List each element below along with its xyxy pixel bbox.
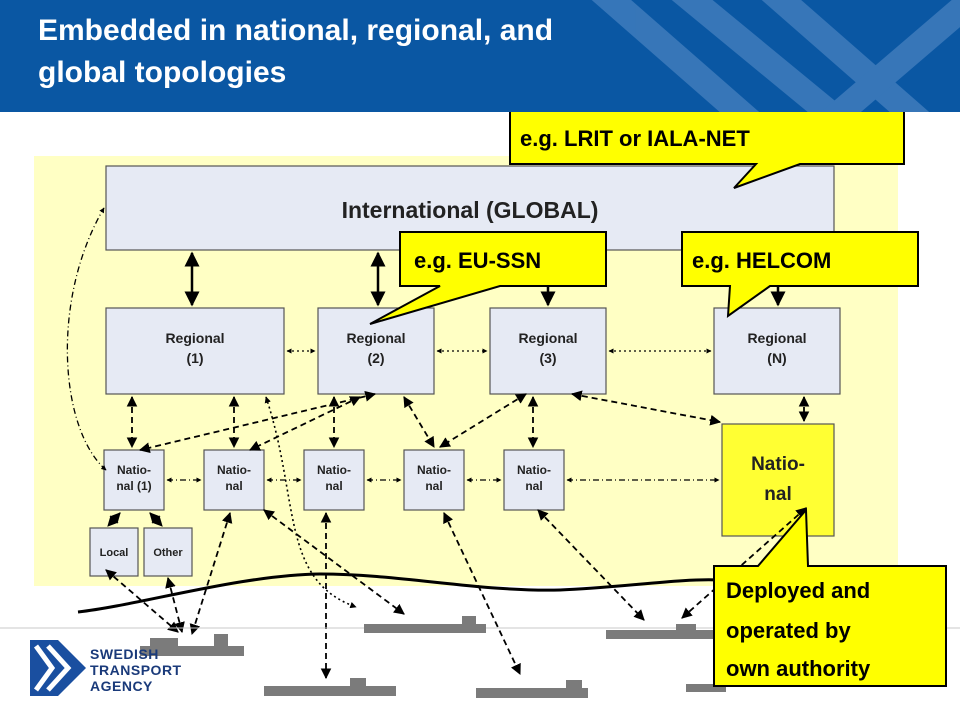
global-node-label: International (GLOBAL) [342, 197, 599, 223]
national-3-label: Natio- [317, 463, 351, 477]
national-1-label: Natio- [117, 463, 151, 477]
callout-deployed-line-1: Deployed and [726, 578, 870, 603]
link-r3-nn [570, 390, 722, 426]
page-title-line-2: global topologies [38, 56, 287, 89]
national-2-label: Natio- [217, 463, 251, 477]
logo-line-1: SWEDISH [90, 646, 159, 662]
link-national-1-global [66, 207, 107, 471]
national-node-5-box [503, 449, 565, 511]
callout-helcom-bubble [681, 231, 919, 319]
callout-eussn-text: e.g. EU-SSN [414, 248, 541, 273]
logo-line-3: AGENCY [90, 678, 153, 694]
link-n2-ship [189, 511, 233, 636]
coastline-curve [77, 572, 721, 614]
national-n-sub: nal [764, 484, 791, 505]
link-n2-ship-b [263, 509, 405, 615]
page-title: Embedded in national, regional, and glob… [38, 10, 718, 94]
link-n1-local [107, 512, 121, 527]
swedish-transport-agency-logo-icon [30, 640, 86, 696]
link-n1-other [149, 512, 163, 527]
callout-lrit-text: e.g. LRIT or IALA-NET [520, 126, 750, 151]
page-title-line-1: Embedded in national, regional, and [38, 14, 554, 47]
ship-icon-6 [686, 684, 726, 692]
national-node-1-box [103, 449, 165, 511]
ship-icon-1 [140, 634, 244, 656]
regional-node-3-box [489, 307, 607, 395]
callout-lrit-bubble [509, 109, 905, 189]
callout-deployed-line-3: own authority [726, 656, 871, 681]
national-5-label: Natio- [517, 463, 551, 477]
link-nn-ship [681, 507, 807, 619]
national-n-label: Natio- [751, 454, 805, 475]
callout-eussn-bubble [369, 231, 607, 325]
national-node-2-box [203, 449, 265, 511]
national-4-label: Natio- [417, 463, 451, 477]
logo-line-2: TRANSPORT [90, 662, 182, 678]
link-r3-n4 [439, 393, 527, 448]
slide-header: Embedded in national, regional, and glob… [0, 0, 960, 112]
callout-helcom-text: e.g. HELCOM [692, 248, 831, 273]
national-5-sub: nal [525, 479, 542, 493]
ship-icon-4 [264, 678, 396, 696]
regional-n-label: Regional [747, 330, 806, 346]
regional-3-label: Regional [518, 330, 577, 346]
national-node-4-box [403, 449, 465, 511]
regional-node-1-box [105, 307, 285, 395]
regional-1-label: Regional [165, 330, 224, 346]
other-node-box [143, 527, 193, 577]
national-node-highlighted-box [721, 423, 835, 537]
national-1-sub: nal (1) [116, 479, 151, 493]
regional-n-index: (N) [767, 350, 786, 366]
callout-deployed-bubble [713, 507, 947, 687]
link-n5-ship [537, 509, 645, 621]
regional-2-label: Regional [346, 330, 405, 346]
ship-icon-3 [606, 624, 718, 639]
regional-3-index: (3) [539, 350, 556, 366]
regional-1-index: (1) [186, 350, 203, 366]
local-node-label: Local [100, 547, 129, 559]
national-ship-links [105, 507, 807, 680]
local-node-box [89, 527, 139, 577]
ships [140, 616, 726, 698]
link-other-ship [165, 576, 185, 634]
link-local-ship [105, 569, 179, 633]
callout-deployed-line-2: operated by [726, 618, 851, 643]
national-4-sub: nal [425, 479, 442, 493]
national-2-sub: nal [225, 479, 242, 493]
header-decoration [591, 0, 960, 112]
agency-logo-text: SWEDISH TRANSPORT AGENCY [90, 646, 182, 694]
ship-icon-5 [476, 680, 588, 698]
other-node-label: Other [153, 547, 183, 559]
national-3-sub: nal [325, 479, 342, 493]
regional-2-index: (2) [367, 350, 384, 366]
ship-icon-2 [364, 616, 486, 633]
regional-node-n-box [713, 307, 841, 395]
